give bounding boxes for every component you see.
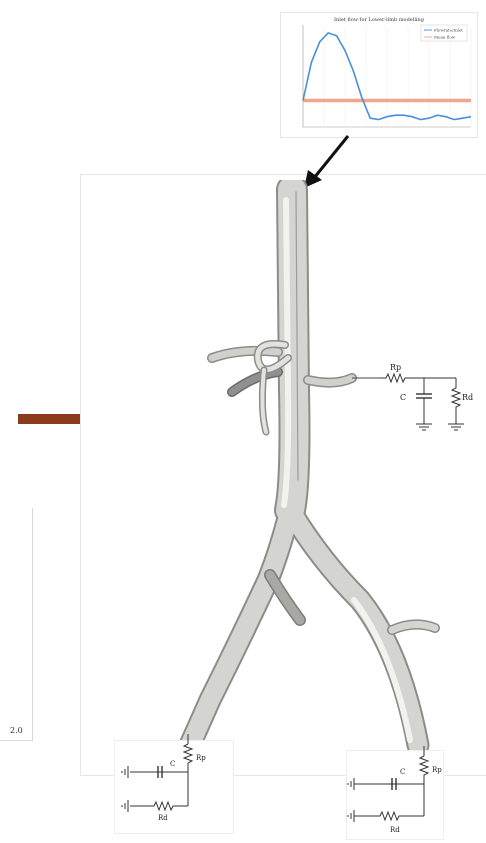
upper-left-branch xyxy=(212,351,278,358)
vessel-model xyxy=(160,180,460,755)
rp-resistor xyxy=(184,744,192,772)
inlet-flow-chart: Inlet flow for Lower-limb modelling Flow… xyxy=(280,12,478,138)
legend-label-mean: Mean flow xyxy=(434,35,456,40)
aorta-highlight xyxy=(284,200,288,505)
left-iliac xyxy=(190,510,290,745)
c-label: C xyxy=(170,760,175,768)
aorta xyxy=(290,190,295,510)
inlet-flow-chart-svg: Inlet flow for Lower-limb modelling Flow… xyxy=(281,13,477,137)
rp-label: Rp xyxy=(432,766,442,774)
c-label: C xyxy=(400,393,406,402)
legend-label-flow: Flowrate/Inlet xyxy=(434,28,463,33)
rd-label: Rd xyxy=(158,814,168,822)
rd-resistor xyxy=(368,812,424,820)
rd-label: Rd xyxy=(390,826,400,834)
rd-label: Rd xyxy=(462,393,473,402)
rcr-circuit-right: Rp C Rd xyxy=(346,744,446,840)
chart-legend: Flowrate/Inlet Mean flow xyxy=(421,25,467,41)
ground-symbols xyxy=(348,778,368,822)
pointer-shaft xyxy=(314,136,348,178)
ground-symbols xyxy=(416,424,464,430)
left-panel-fragment: 2.0 xyxy=(0,508,33,741)
rd-resistor xyxy=(144,802,188,810)
rp-label: Rp xyxy=(196,754,206,762)
left-tick-label: 2.0 xyxy=(10,726,23,735)
chart-title: Inlet flow for Lower-limb modelling xyxy=(334,17,425,23)
chart-grid xyxy=(324,27,471,127)
ground-symbols xyxy=(122,766,144,812)
rd-resistor xyxy=(452,378,460,424)
rcr-circuit-left: Rp C Rd xyxy=(114,730,224,830)
rp-label: Rp xyxy=(390,363,401,372)
rp-resistor xyxy=(380,374,426,382)
left-internal-iliac xyxy=(270,575,300,620)
rcr-circuit-renal: Rp C Rd xyxy=(378,362,478,442)
rp-resistor xyxy=(420,756,428,784)
c-label: C xyxy=(400,768,405,776)
